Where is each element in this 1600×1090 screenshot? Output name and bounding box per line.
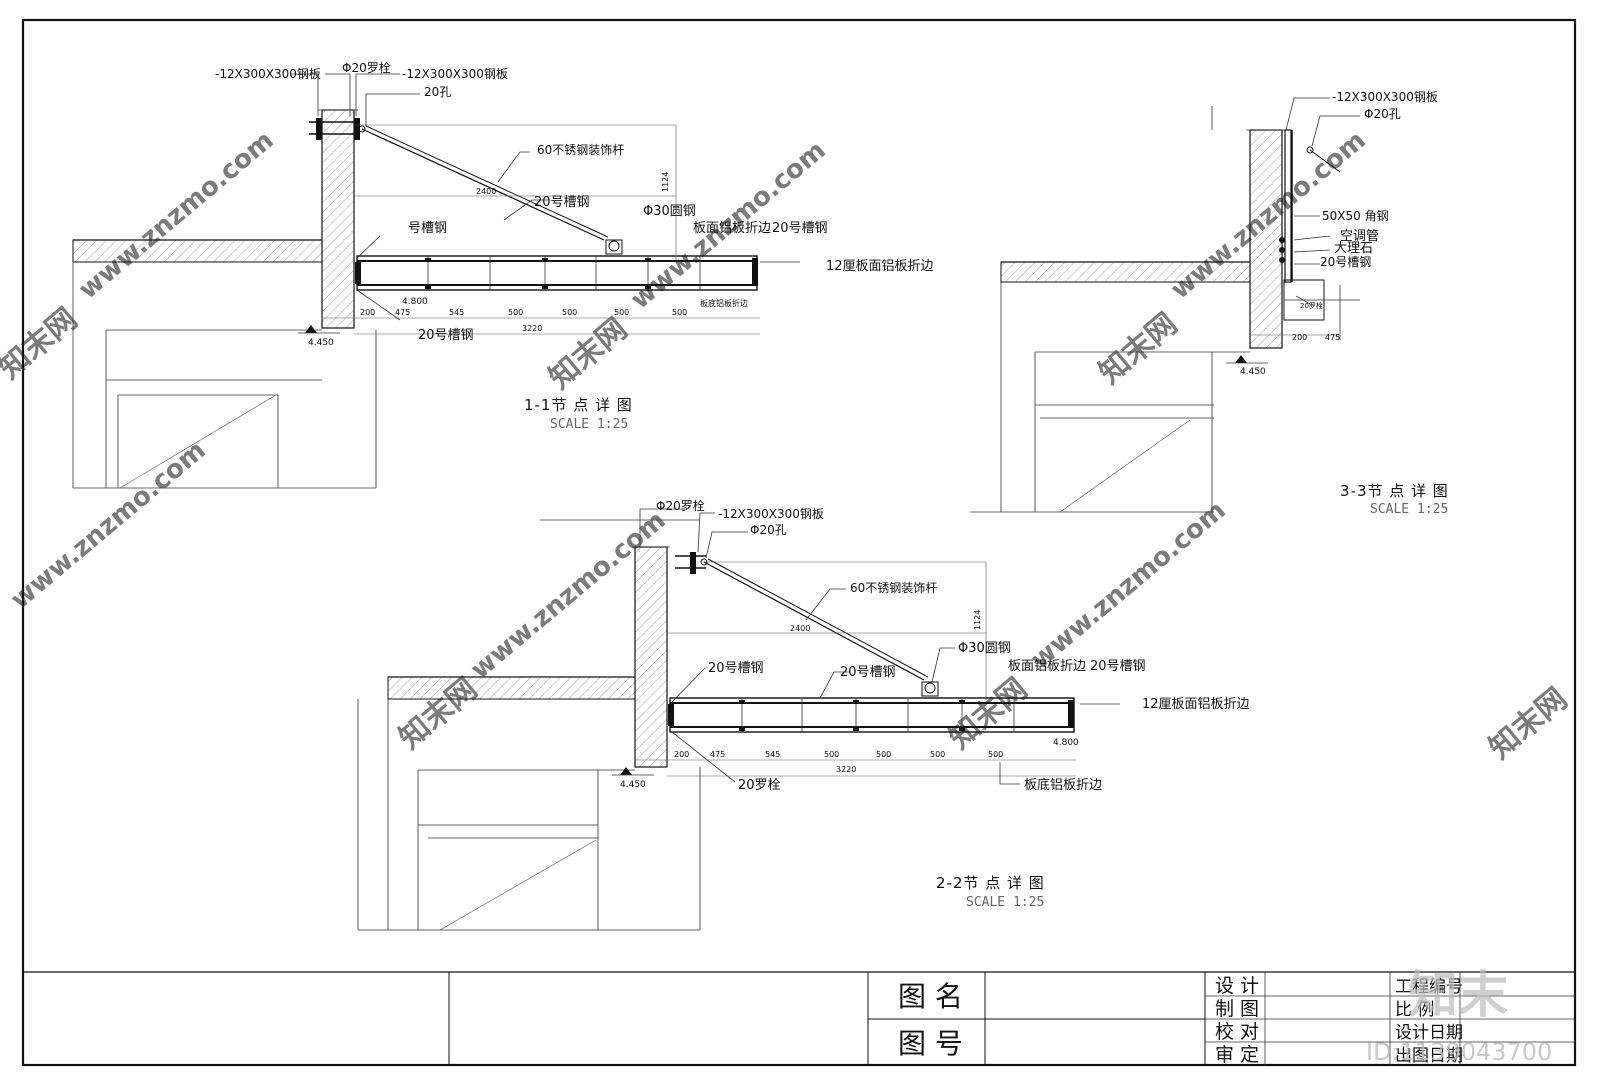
elevation-mark: 4.800 — [1053, 738, 1079, 748]
watermark-text: 知末网 — [1093, 306, 1184, 391]
watermark-text: www.znzmo.com — [73, 125, 279, 305]
detail-title: 1-1节 点 详 图 — [524, 396, 633, 414]
detail-2-2: 200 475 545 500 500 500 500 3220 2400 11… — [357, 498, 1250, 931]
title-drawing-name: 图 名 — [898, 980, 963, 1013]
callout-label: Φ30圆钢 — [643, 204, 696, 219]
callout-label: 大理石 — [1334, 241, 1373, 256]
callout-label: Φ20罗栓 — [656, 498, 705, 513]
dimension-label: 500 — [876, 750, 891, 759]
watermark-text: 知末网 — [543, 311, 634, 396]
dimension-label: 545 — [449, 308, 464, 317]
callout-label: Φ30圆钢 — [958, 641, 1011, 656]
dimension-rise: 1124 — [661, 172, 670, 192]
elevation-mark: 4.450 — [308, 338, 334, 348]
watermark-text: www.znzmo.com — [1025, 495, 1231, 675]
title-issue-date: 出图日期 — [1395, 1046, 1463, 1066]
callout-label: 号槽钢 — [408, 221, 447, 236]
watermark-text: www.znzmo.com — [5, 435, 211, 615]
dimension-label: 475 — [1325, 333, 1340, 342]
detail-1-1: 200 475 545 500 500 500 500 3220 2400 11… — [72, 60, 934, 489]
callout-label: 板底铝板折边 — [700, 298, 748, 308]
callout-label: 20号槽钢 — [708, 661, 764, 676]
title-design-date: 设计日期 — [1395, 1023, 1463, 1043]
callout-label: 60不锈钢装饰杆 — [850, 581, 937, 595]
detail-scale: SCALE 1:25 — [1370, 502, 1448, 517]
dimension-label: 500 — [824, 750, 839, 759]
callout-label: -12X300X300钢板 — [402, 67, 508, 81]
floor-slab — [1000, 261, 1251, 283]
dimension-length: 2400 — [790, 624, 810, 633]
detail-title: 3-3节 点 详 图 — [1340, 482, 1449, 500]
title-block: 图 名 图 号 设 计 制 图 校 对 审 定 工程编号 比 例 设计日期 出图… — [23, 971, 1575, 1066]
concrete-column — [1249, 129, 1283, 349]
callout-label: -12X300X300钢板 — [1332, 90, 1438, 104]
title-approve: 审 定 — [1215, 1044, 1259, 1066]
callout-label: Φ20孔 — [1364, 107, 1401, 121]
dimension-label: 545 — [765, 750, 780, 759]
callout-label: 板面铝板折边 — [1008, 659, 1086, 674]
detail-scale: SCALE 1:25 — [550, 417, 628, 432]
watermark-id: ID:1139043700 — [1366, 1038, 1552, 1066]
concrete-column — [321, 109, 355, 329]
dimension-label: 200 — [674, 750, 689, 759]
elevation-mark: 4.450 — [620, 780, 646, 790]
callout-label: 20号槽钢 — [418, 328, 474, 343]
callout-label: 20罗栓 — [1300, 301, 1323, 310]
callout-label: 20孔 — [424, 85, 451, 99]
detail-3-3: 200 475 4.450 -12X300X300钢板 Φ20孔 50X50 角… — [970, 90, 1449, 517]
watermark-text: 知末网 — [1483, 681, 1574, 766]
callout-label: 12厘板面铝板折边 — [1142, 697, 1250, 712]
callout-label: 20罗栓 — [738, 778, 781, 793]
callout-label: 50X50 角钢 — [1322, 209, 1389, 223]
dimension-label: 500 — [930, 750, 945, 759]
title-scale: 比 例 — [1395, 1000, 1434, 1020]
callout-label: 板底铝板折边 — [1024, 777, 1102, 793]
dimension-label: 500 — [562, 308, 577, 317]
watermark-text: 知末网 — [0, 301, 84, 386]
concrete-column — [634, 546, 668, 768]
dimension-total: 3220 — [836, 765, 856, 774]
dimension-label: 475 — [395, 308, 410, 317]
callout-label: Φ20罗栓 — [342, 60, 391, 75]
dimension-label: 500 — [988, 750, 1003, 759]
callout-label: 20号槽钢 — [840, 665, 896, 680]
title-project-no: 工程编号 — [1395, 977, 1463, 997]
callout-label: 20号槽钢 — [534, 195, 590, 210]
watermark-text: 知末网 — [943, 671, 1034, 756]
title-design: 设 计 — [1215, 975, 1259, 997]
dimension-label: 475 — [710, 750, 725, 759]
dimension-label: 500 — [614, 308, 629, 317]
brand-watermark: 知末 — [1408, 966, 1508, 1024]
callout-label: 20号槽钢 — [1320, 255, 1371, 269]
detail-scale: SCALE 1:25 — [966, 895, 1044, 910]
floor-slab — [72, 239, 323, 263]
sheet-border — [21, 18, 1577, 1067]
detail-title: 2-2节 点 详 图 — [936, 874, 1045, 892]
dimension-label: 200 — [360, 308, 375, 317]
callout-label: -12X300X300钢板 — [215, 67, 321, 81]
title-drafting: 制 图 — [1215, 998, 1259, 1020]
floor-slab — [387, 676, 636, 700]
dimension-total: 3220 — [522, 324, 542, 333]
callout-label: 12厘板面铝板折边 — [826, 259, 934, 274]
decorative-rod — [703, 561, 925, 681]
elevation-mark: 4.450 — [1240, 367, 1266, 377]
callout-label: Φ20孔 — [750, 523, 787, 537]
callout-label: 20号槽钢 — [1090, 659, 1146, 674]
dimension-rise: 1124 — [973, 610, 982, 630]
callout-label: 板面铝板折边 — [693, 221, 771, 236]
callout-label: 空调管 — [1340, 229, 1379, 244]
elevation-mark: 4.800 — [402, 297, 428, 307]
decorative-rod — [361, 128, 605, 241]
dimension-label: 500 — [508, 308, 523, 317]
dimension-label: 200 — [1292, 333, 1307, 342]
dimension-label: 500 — [672, 308, 687, 317]
title-check: 校 对 — [1215, 1021, 1259, 1043]
callout-label: 20号槽钢 — [772, 221, 828, 236]
callout-label: -12X300X300钢板 — [718, 507, 824, 521]
callout-label: 60不锈钢装饰杆 — [537, 143, 624, 157]
dimension-length: 2400 — [476, 187, 496, 196]
title-drawing-number: 图 号 — [898, 1027, 963, 1060]
